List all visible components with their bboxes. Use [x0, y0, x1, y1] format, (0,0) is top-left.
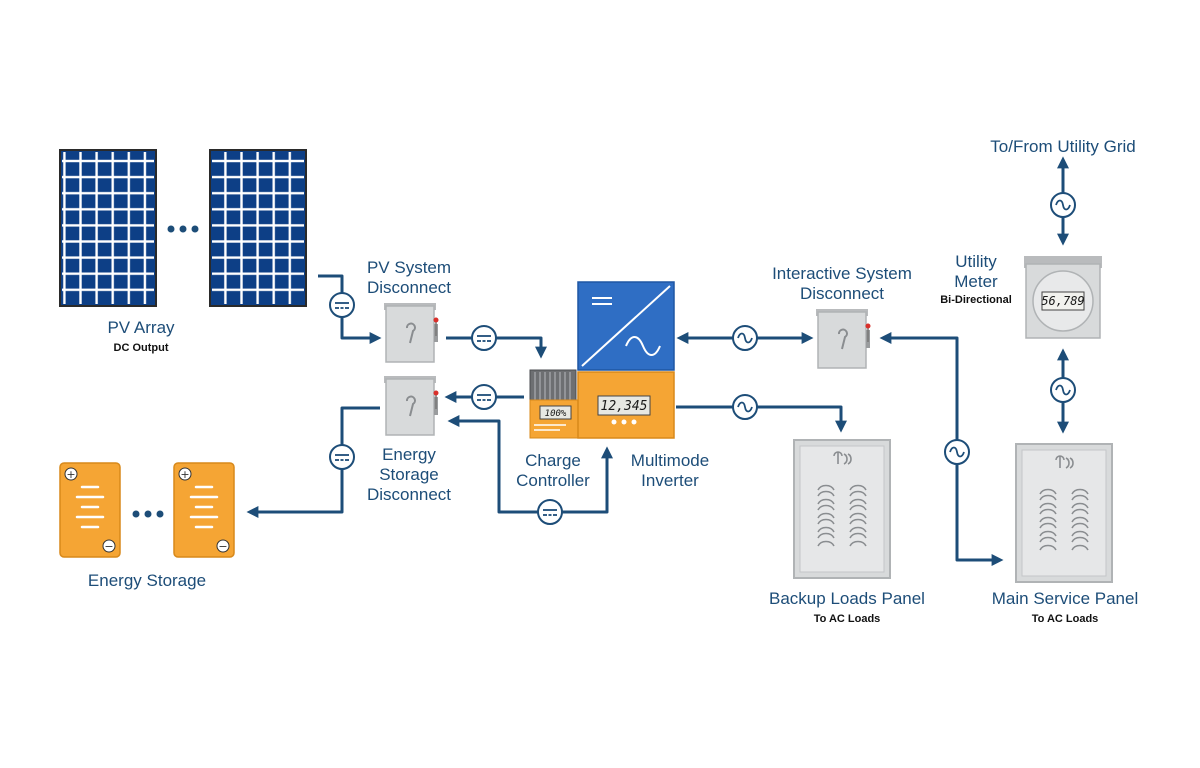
dots-icon: [167, 225, 199, 233]
solar-panel-icon: [59, 149, 157, 307]
interactive-to-main-line: [879, 332, 1004, 566]
utility-meter-label-line2: Meter: [954, 272, 998, 291]
dots-icon: [132, 510, 164, 518]
inverter-to-backup-line: [676, 405, 847, 433]
main-panel-label: Main Service Panel: [991, 589, 1139, 608]
ac-symbol: [944, 439, 970, 465]
backup-panel-label: Backup Loads Panel: [769, 589, 925, 608]
solar-panel-icon: [209, 149, 307, 307]
energy-storage-label: Energy Storage: [87, 571, 207, 590]
storage-disconnect-label-line1: Energy: [382, 445, 436, 464]
pv-disconnect-label-line2: Disconnect: [366, 278, 452, 297]
main-panel-sublabel: To AC Loads: [1031, 613, 1099, 625]
ac-symbol: [1050, 192, 1076, 218]
meter-display: 56,789: [1041, 294, 1084, 308]
dc-symbol: [471, 384, 497, 410]
backup-panel-sublabel: To AC Loads: [813, 613, 881, 625]
dc-symbol: [537, 499, 563, 525]
pv-array-sublabel: DC Output: [113, 342, 169, 354]
backup-loads-panel-icon: [794, 440, 890, 578]
utility-meter-label-line1: Utility: [955, 252, 997, 271]
interactive-disconnect-icon: [815, 308, 872, 369]
charge-controller-label-line2: Controller: [516, 471, 590, 490]
ac-symbol: [732, 325, 758, 351]
utility-meter-sublabel: Bi-Directional: [940, 294, 1012, 306]
storage-inverter-loop-line: [447, 415, 613, 514]
inverter-label-line2: Inverter: [641, 471, 699, 490]
pv-disconnect-icon: [383, 302, 440, 363]
pv-array-label: PV Array: [107, 318, 175, 337]
storage-disconnect-icon: [383, 375, 440, 436]
main-service-panel-icon: [1016, 444, 1112, 582]
dc-symbol: [471, 325, 497, 351]
storage-disconnect-label-line2: Storage: [379, 465, 439, 484]
interactive-disconnect-label-line2: Disconnect: [799, 284, 885, 303]
charge-controller-label-line1: Charge: [525, 451, 581, 470]
battery-icon: [58, 461, 122, 559]
battery-icon: [172, 461, 236, 559]
utility-meter-icon: [1024, 256, 1102, 339]
ac-symbol: [732, 394, 758, 420]
interactive-disconnect-label-line1: Interactive System: [772, 264, 912, 283]
ac-symbol: [1050, 377, 1076, 403]
pv-disconnect-label-line1: PV System: [366, 258, 452, 277]
inverter-icon: [577, 281, 675, 439]
inverter-label-line1: Multimode: [630, 451, 710, 470]
inverter-display: 12,345: [601, 399, 648, 414]
charge-controller-display: 100%: [545, 409, 567, 419]
charge-controller-icon: [529, 369, 579, 439]
utility-grid-label: To/From Utility Grid: [990, 137, 1136, 156]
storage-disconnect-label-line3: Disconnect: [366, 485, 452, 504]
